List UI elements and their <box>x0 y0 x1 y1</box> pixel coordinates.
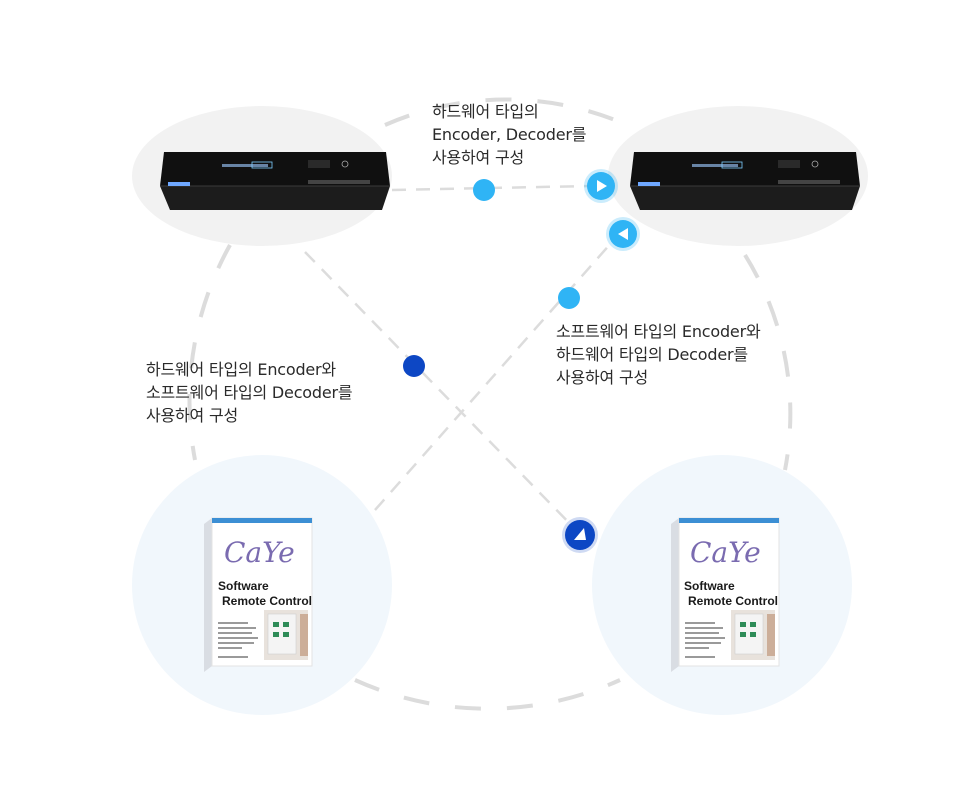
label-hardware-encoder-software-decoder: 하드웨어 타입의 Encoder와 소프트웨어 타입의 Decoder를 사용하… <box>146 358 353 427</box>
signal-dot-right <box>558 287 580 309</box>
product-box-line1-left: Software <box>218 579 269 593</box>
label-line: 하드웨어 타입의 Decoder를 <box>556 345 748 364</box>
label-hardware-hardware: 하드웨어 타입의 Encoder, Decoder를 사용하여 구성 <box>432 100 586 169</box>
software-product-box-right <box>671 517 780 672</box>
signal-dot-top <box>473 179 495 201</box>
product-box-line2-left: Remote Control <box>222 594 312 608</box>
label-line: 사용하여 구성 <box>556 368 649 387</box>
hardware-decoder-device-right <box>630 152 860 210</box>
label-line: 소프트웨어 타입의 Decoder를 <box>146 383 353 402</box>
arrow-up-icon <box>562 517 598 553</box>
label-software-encoder-hardware-decoder: 소프트웨어 타입의 Encoder와 하드웨어 타입의 Decoder를 사용하… <box>556 320 761 389</box>
label-line: 소프트웨어 타입의 Encoder와 <box>556 322 761 341</box>
arrow-left-icon <box>606 217 640 251</box>
label-line: 하드웨어 타입의 <box>432 102 539 121</box>
product-box-line2-right: Remote Control <box>688 594 778 608</box>
signal-dot-left <box>403 355 425 377</box>
product-box-line1-right: Software <box>684 579 735 593</box>
label-line: Encoder, Decoder를 <box>432 125 587 144</box>
label-line: 하드웨어 타입의 Encoder와 <box>146 360 336 379</box>
product-box-title-right: CaYe <box>690 536 761 569</box>
connection-ring <box>187 97 793 711</box>
software-product-box-left <box>204 517 313 672</box>
label-line: 사용하여 구성 <box>432 148 525 167</box>
label-line: 사용하여 구성 <box>146 406 239 425</box>
arrow-right-icon <box>584 169 618 203</box>
product-box-title-left: CaYe <box>224 536 295 569</box>
hardware-encoder-device-left <box>160 152 390 210</box>
